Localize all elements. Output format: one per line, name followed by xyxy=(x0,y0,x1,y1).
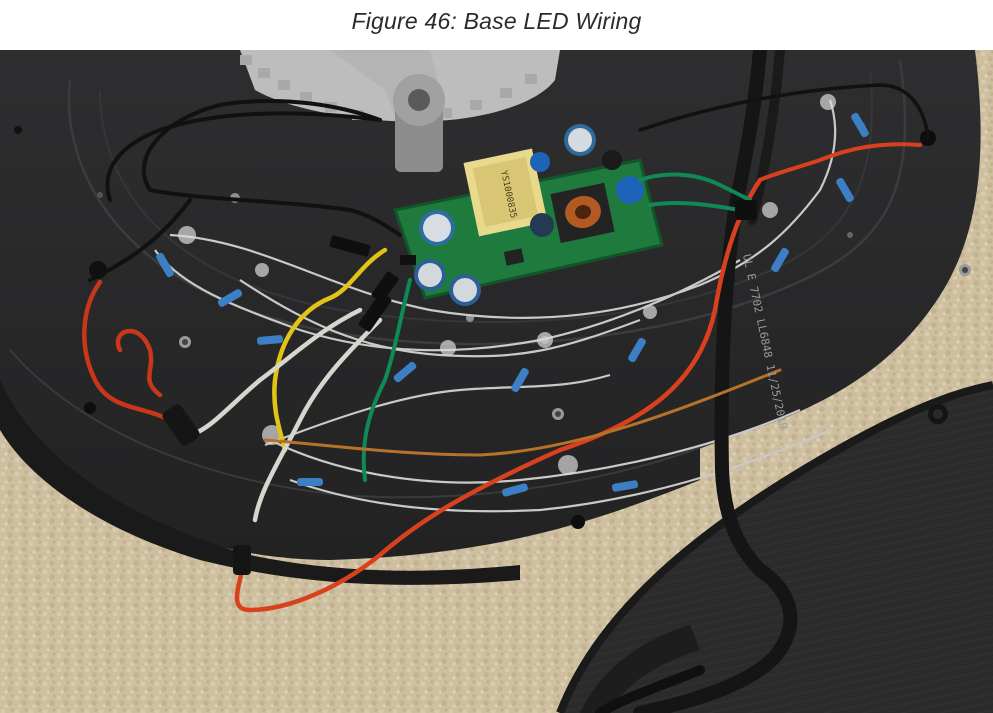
gear xyxy=(240,50,560,172)
resistors xyxy=(156,112,869,497)
connectors xyxy=(162,200,757,575)
power-board: YS1000835 xyxy=(393,124,664,306)
wires xyxy=(82,50,930,713)
figure-caption: Figure 46: Base LED Wiring xyxy=(351,7,642,34)
wiring-photo: YS1000835 xyxy=(0,50,993,713)
cover-plate xyxy=(556,381,993,713)
glue-blobs xyxy=(178,94,836,475)
